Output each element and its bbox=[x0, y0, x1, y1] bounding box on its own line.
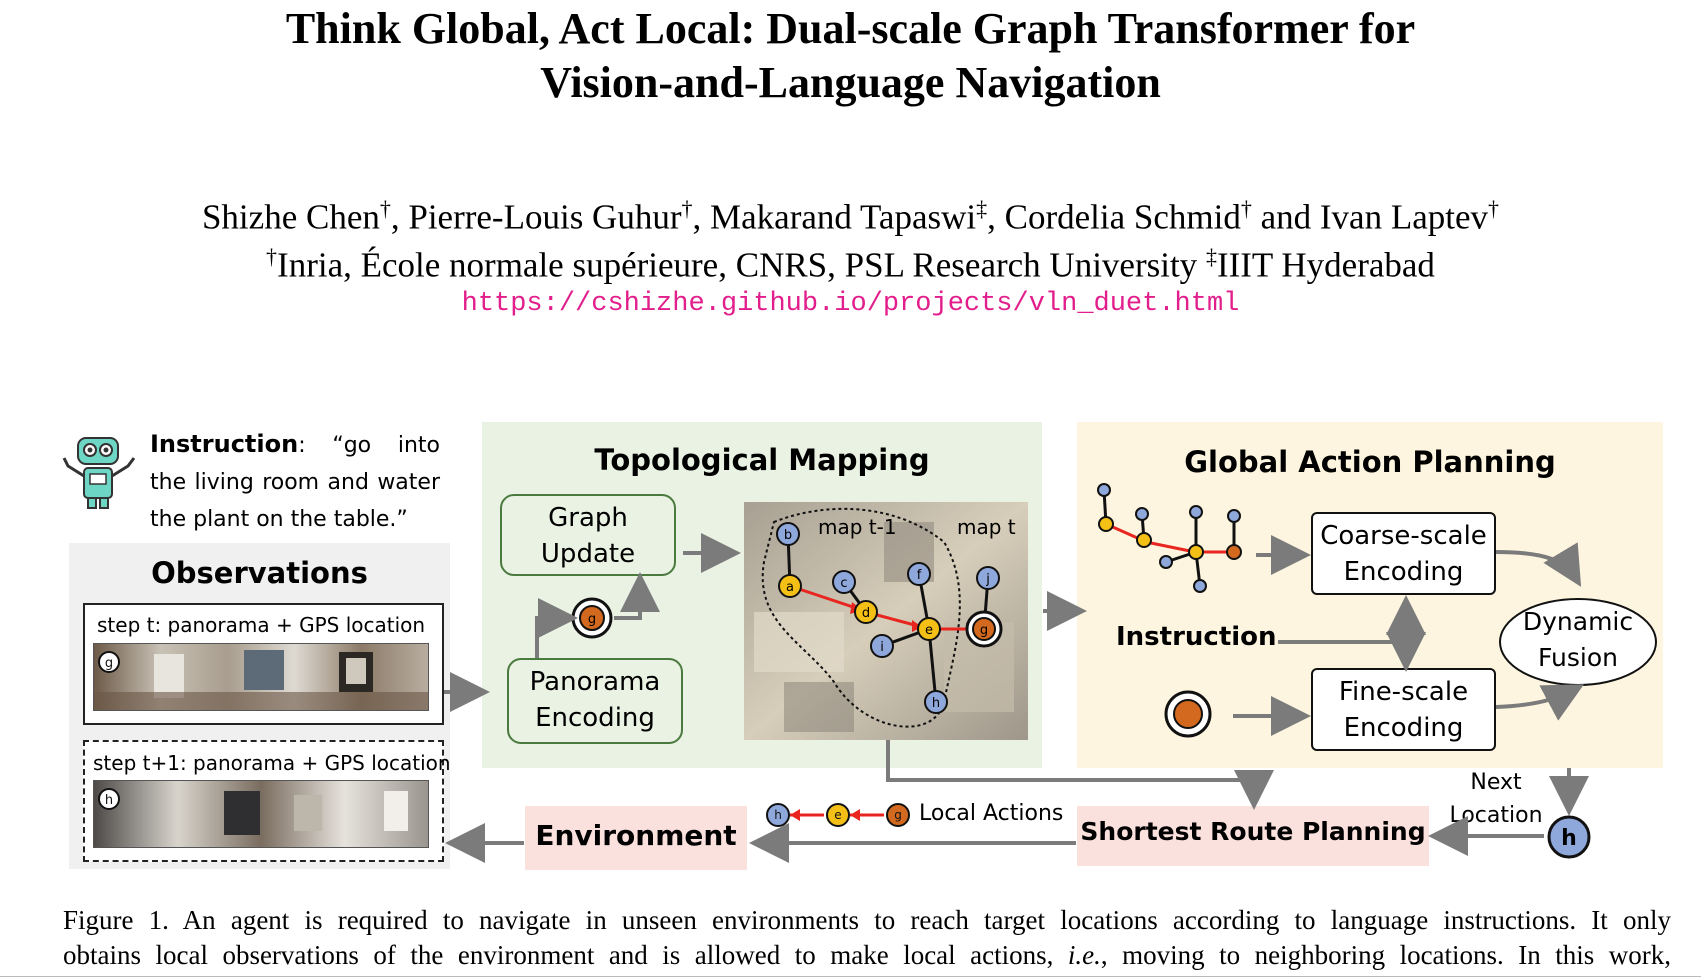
graph-update-box: Graph Update bbox=[500, 494, 676, 576]
map-prev-label: map t-1 bbox=[818, 515, 897, 539]
svg-text:h: h bbox=[105, 793, 113, 808]
environment-label: Environment bbox=[535, 819, 737, 852]
panorama-image-t bbox=[93, 643, 429, 711]
target-node-icon: g bbox=[571, 597, 613, 639]
panorama-image-t1 bbox=[93, 780, 429, 848]
affil-2: IIIT Hyderabad bbox=[1216, 245, 1435, 285]
node-h-next-icon: h bbox=[1547, 815, 1591, 859]
map-graph-overlay: b a c d f e i h j g bbox=[776, 522, 1003, 714]
caption-line2: obtains local observations of the enviro… bbox=[63, 938, 1671, 973]
svg-text:f: f bbox=[917, 568, 922, 583]
svg-text:g: g bbox=[105, 656, 113, 671]
affil-mark: † bbox=[266, 244, 278, 269]
instruction-quote: : “go into the living room and water the… bbox=[150, 433, 440, 532]
svg-text:a: a bbox=[786, 580, 794, 595]
svg-text:h: h bbox=[774, 808, 782, 822]
caption-line2-pre: obtains local observations of the enviro… bbox=[63, 940, 1068, 970]
dynamic-fusion-label: Dynamic Fusion bbox=[1522, 607, 1634, 672]
environment-box bbox=[525, 806, 747, 870]
fine-encoding-box: Fine-scale Encoding bbox=[1311, 668, 1496, 751]
author-name: Cordelia Schmid bbox=[1004, 197, 1241, 237]
author-mark: † bbox=[1240, 196, 1252, 221]
caption-line1: Figure 1. An agent is required to naviga… bbox=[63, 905, 1671, 935]
affiliations: †Inria, École normale supérieure, CNRS, … bbox=[0, 235, 1701, 288]
svg-text:j: j bbox=[985, 572, 990, 587]
shortest-route-label: Shortest Route Planning bbox=[1080, 817, 1426, 846]
step-t-label: step t: panorama + GPS location bbox=[97, 613, 426, 637]
coarse-encoding-box: Coarse-scale Encoding bbox=[1311, 512, 1496, 595]
node-h-icon: h bbox=[98, 788, 120, 810]
svg-text:e: e bbox=[925, 623, 933, 638]
observations-title: Observations bbox=[151, 556, 368, 590]
author-list: Shizhe Chen†, Pierre-Louis Guhur†, Makar… bbox=[201, 196, 1500, 237]
robot-icon bbox=[62, 437, 136, 509]
svg-text:g: g bbox=[894, 808, 902, 822]
author-mark: † bbox=[1488, 196, 1500, 221]
svg-text:e: e bbox=[834, 808, 841, 822]
svg-text:h: h bbox=[932, 696, 940, 711]
svg-text:g: g bbox=[588, 612, 596, 627]
and-word: and bbox=[1260, 197, 1312, 237]
panorama-encoding-box: Panorama Encoding bbox=[507, 658, 683, 744]
svg-text:h: h bbox=[1561, 826, 1577, 851]
instruction-word: Instruction bbox=[1116, 622, 1277, 652]
svg-text:c: c bbox=[840, 576, 847, 591]
author-mark: † bbox=[681, 196, 693, 221]
author-name: Makarand Tapaswi bbox=[710, 197, 977, 237]
paper-title-line1: Think Global, Act Local: Dual-scale Grap… bbox=[285, 4, 1416, 53]
instruction-label: Instruction bbox=[150, 430, 299, 458]
svg-text:d: d bbox=[862, 606, 870, 621]
author-mark: ‡ bbox=[976, 196, 988, 221]
global-graph-icon bbox=[1097, 483, 1242, 593]
shortest-route-box bbox=[1077, 806, 1429, 866]
author-name: Shizhe Chen bbox=[201, 197, 380, 237]
caption-line2-post: , moving to neighboring locations. In th… bbox=[1100, 940, 1672, 970]
svg-text:b: b bbox=[784, 528, 792, 543]
local-actions-label: Local Actions bbox=[919, 801, 1064, 826]
author-mark: † bbox=[379, 196, 391, 221]
author-name: Pierre-Louis Guhur bbox=[408, 197, 682, 237]
affil-mark: ‡ bbox=[1205, 244, 1217, 269]
author-name: Ivan Laptev bbox=[1319, 197, 1489, 237]
svg-text:i: i bbox=[880, 640, 884, 655]
global-title: Global Action Planning bbox=[1184, 445, 1556, 479]
affil-1: Inria, École normale supérieure, CNRS, P… bbox=[277, 245, 1198, 285]
step-t1-label: step t+1: panorama + GPS location bbox=[93, 751, 451, 775]
project-url[interactable]: https://cshizhe.github.io/projects/vln_d… bbox=[461, 289, 1240, 319]
topo-title: Topological Mapping bbox=[594, 443, 930, 477]
svg-text:g: g bbox=[980, 623, 988, 638]
map-cur-label: map t bbox=[957, 515, 1016, 539]
current-node-icon bbox=[1164, 690, 1212, 738]
node-g-icon: g bbox=[98, 651, 120, 673]
paper-title-line2: Vision-and-Language Navigation bbox=[540, 58, 1161, 107]
caption-ie: i.e. bbox=[1067, 940, 1101, 970]
instruction-text: Instruction: “go into the living room an… bbox=[150, 426, 440, 538]
